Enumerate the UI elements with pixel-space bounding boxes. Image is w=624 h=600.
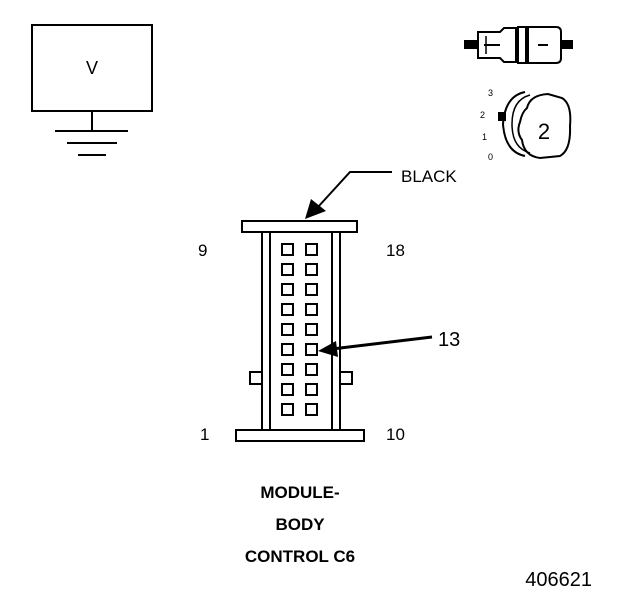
- pin-label-9: 9: [198, 241, 207, 260]
- pin-label-18: 18: [386, 241, 405, 260]
- gauge-number: 2: [538, 119, 550, 144]
- pin-cavity: [281, 363, 294, 376]
- voltmeter-symbol: V: [31, 24, 153, 156]
- caption-line-3: CONTROL C6: [244, 547, 356, 566]
- connector-body: [235, 220, 365, 442]
- probe-gauge-icon: 2 3 2 1 0: [480, 88, 572, 162]
- pin-cavity: [281, 343, 294, 356]
- pin-13-callout: 13: [318, 329, 460, 357]
- connector-color-label: BLACK: [401, 167, 457, 186]
- pin-label-10: 10: [386, 425, 405, 444]
- gauge-scale-0: 0: [488, 152, 493, 162]
- caption-line-1: MODULE-: [260, 483, 340, 502]
- pin-cavity: [305, 243, 318, 256]
- pin-cavity: [281, 403, 294, 416]
- pin-cavity: [305, 363, 318, 376]
- callout-pin-number: 13: [438, 329, 460, 351]
- test-probe-icon: [464, 26, 573, 64]
- pin-cavity: [281, 383, 294, 396]
- pin-cavity: [305, 383, 318, 396]
- pin-cavity: [281, 243, 294, 256]
- figure-id: 406621: [525, 569, 592, 591]
- gauge-scale-1: 1: [482, 132, 487, 142]
- caption-line-2: BODY: [275, 515, 325, 534]
- pin-cavity: [305, 403, 318, 416]
- pin-cavity: [305, 323, 318, 336]
- pin-cavity: [305, 283, 318, 296]
- pin-label-1: 1: [200, 425, 209, 444]
- pin-cavity: [281, 263, 294, 276]
- connector-pin-grid: [281, 243, 318, 416]
- gauge-scale-2: 2: [480, 110, 485, 120]
- pin-cavity: [281, 283, 294, 296]
- pin-cavity: [281, 303, 294, 316]
- color-callout: BLACK: [305, 167, 457, 219]
- gauge-scale-3: 3: [488, 88, 493, 98]
- voltmeter-label: V: [86, 58, 98, 78]
- pin-cavity: [305, 343, 318, 356]
- pin-cavity: [281, 323, 294, 336]
- pin-cavity: [305, 303, 318, 316]
- pin-cavity: [305, 263, 318, 276]
